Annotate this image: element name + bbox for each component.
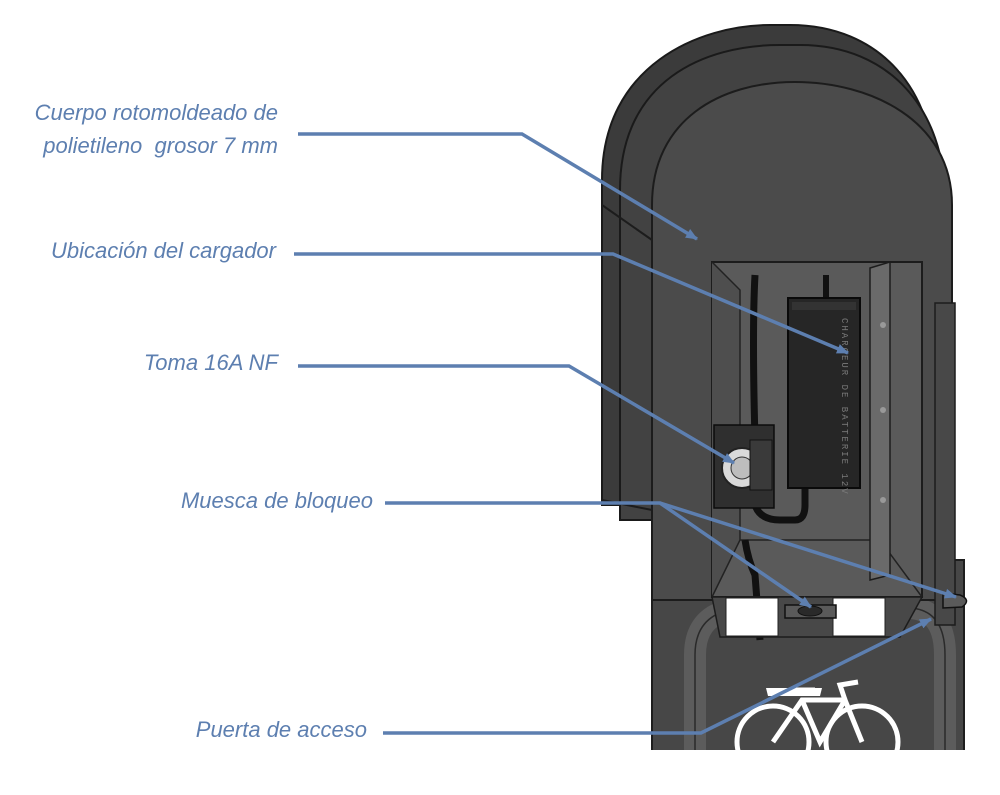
label-cuerpo-rotomoldeado: Cuerpo rotomoldeado de polietileno groso… <box>34 100 278 158</box>
label-puerta-acceso: Puerta de acceso <box>195 717 367 742</box>
access-door-panel <box>869 260 891 581</box>
label-ubicacion-cargador: Ubicación del cargador <box>50 238 276 263</box>
callout-line-toma <box>298 364 735 465</box>
callout-line-cuerpo <box>298 132 698 241</box>
charger-box <box>787 297 861 489</box>
callout-line-puerta <box>383 617 932 735</box>
callout-line-muesca-b <box>659 501 957 599</box>
charger-label: CHARGEUR DE BATTERIE 12V <box>839 318 849 496</box>
callout-line-cargador <box>294 252 849 355</box>
label-muesca-bloqueo: Muesca de bloqueo <box>180 488 373 513</box>
label-toma-16a: Toma 16A NF <box>143 350 278 375</box>
power-cable <box>750 274 809 524</box>
callout-lines <box>294 132 957 735</box>
